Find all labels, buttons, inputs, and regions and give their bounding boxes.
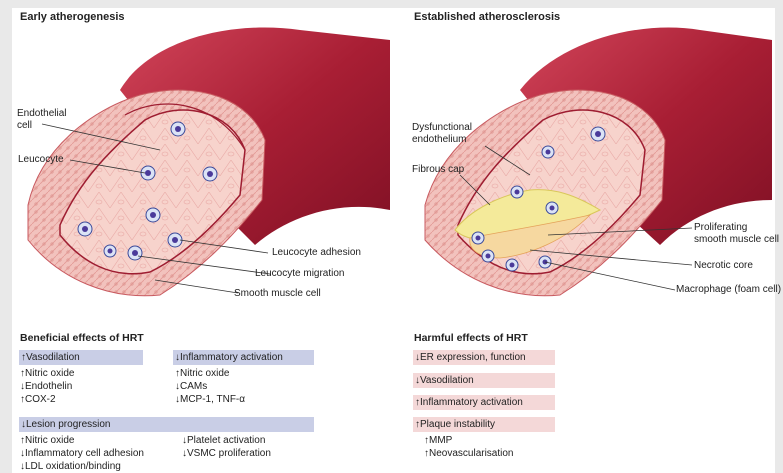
- label-line: Dysfunctional: [412, 122, 472, 134]
- harmful-item: ↓ER expression, function: [413, 350, 526, 365]
- label-macrophage: Macrophage (foam cell): [676, 284, 781, 296]
- beneficial-item: ↓LDL oxidation/binding: [20, 460, 121, 473]
- panel-title-early: Early atherogenesis: [20, 11, 125, 23]
- label-line: smooth muscle cell: [694, 234, 779, 246]
- beneficial-item: ↓VSMC proliferation: [182, 447, 271, 460]
- beneficial-item: ↓MCP-1, TNF-α: [175, 393, 245, 406]
- label-line: Proliferating: [694, 222, 779, 234]
- beneficial-item: ↑Nitric oxide: [175, 367, 229, 380]
- beneficial-item: ↑Nitric oxide: [20, 434, 74, 447]
- beneficial-item: ↓Inflammatory cell adhesion: [20, 447, 144, 460]
- beneficial-item: ↓Endothelin: [20, 380, 72, 393]
- label-line: Endothelial: [17, 108, 66, 120]
- label-fibrous-cap: Fibrous cap: [412, 164, 464, 176]
- beneficial-item: ↑Nitric oxide: [20, 367, 74, 380]
- label-leucocyte-migration: Leucocyte migration: [255, 268, 345, 280]
- harmful-title: Harmful effects of HRT: [414, 332, 528, 344]
- label-line: cell: [17, 120, 66, 132]
- harmful-item: ↓Vasodilation: [413, 373, 474, 388]
- harmful-item: ↑Inflammatory activation: [413, 395, 523, 410]
- right-vessel: [425, 28, 772, 296]
- vasodilation-header: ↑Vasodilation: [19, 350, 80, 365]
- beneficial-item: ↓CAMs: [175, 380, 207, 393]
- harmful-sub-item: ↑Neovascularisation: [424, 447, 514, 460]
- inflammatory-header: ↓Inflammatory activation: [173, 350, 283, 365]
- label-leucocyte-adhesion: Leucocyte adhesion: [272, 247, 361, 259]
- harmful-sub-item: ↑MMP: [424, 434, 452, 447]
- label-proliferating-smc: Proliferating smooth muscle cell: [694, 222, 779, 246]
- label-leucocyte: Leucocyte: [18, 154, 64, 166]
- beneficial-item: ↓Platelet activation: [182, 434, 265, 447]
- label-smooth-muscle-cell: Smooth muscle cell: [234, 288, 321, 300]
- beneficial-title: Beneficial effects of HRT: [20, 332, 144, 344]
- harmful-item: ↑Plaque instability: [413, 417, 495, 432]
- label-necrotic-core: Necrotic core: [694, 260, 753, 272]
- label-line: endothelium: [412, 134, 472, 146]
- label-endothelial-cell: Endothelial cell: [17, 108, 66, 132]
- lesion-progression-header: ↓Lesion progression: [19, 417, 111, 432]
- panel-title-established: Established atherosclerosis: [414, 11, 560, 23]
- label-dysfunctional-endothelium: Dysfunctional endothelium: [412, 122, 472, 146]
- beneficial-item: ↑COX-2: [20, 393, 56, 406]
